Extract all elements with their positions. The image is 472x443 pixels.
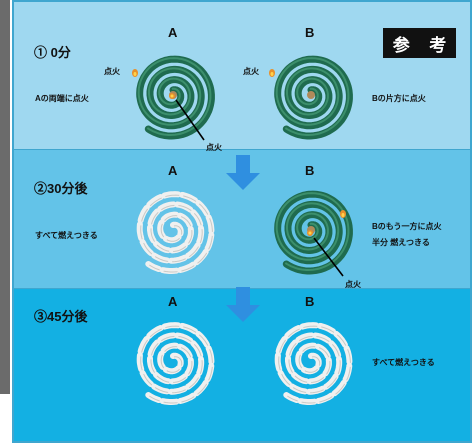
- ash-body: [136, 191, 215, 274]
- coil-a-step2: [136, 191, 215, 274]
- pointer-line: [313, 237, 344, 277]
- step2-note-b-line2: 半分 燃えつきる: [372, 238, 430, 247]
- step2-col-a: A: [168, 163, 178, 178]
- step1-col-b: B: [305, 25, 315, 40]
- flame-icon: [340, 210, 346, 218]
- ash-body: [274, 322, 353, 405]
- ash-shadow: [140, 325, 213, 404]
- step1-panel: [14, 2, 470, 149]
- pointer-line: [175, 99, 205, 141]
- step1-fire-label-a-center: 点火: [206, 143, 222, 152]
- flame-icon: [307, 230, 313, 236]
- ash-body: [136, 322, 215, 405]
- coil-a-step3: [136, 322, 215, 405]
- down-arrow-icon: [226, 287, 260, 322]
- step2-col-b: B: [305, 163, 315, 178]
- step2-fire-label: 点火: [345, 280, 361, 289]
- reference-char-2: 考: [429, 35, 447, 55]
- step1-fire-label-b-outer: 点火: [243, 67, 259, 76]
- flame-icon: [169, 93, 175, 99]
- step3-note-b: すべて燃えつきる: [372, 358, 435, 367]
- reference-badge: 参 考: [383, 28, 456, 58]
- coil-b-step2: [274, 190, 353, 275]
- left-sidebar-bar: [0, 0, 10, 394]
- step2-note-b-line1: Bのもう一方に点火: [372, 222, 442, 231]
- reference-char-1: 参: [392, 35, 410, 55]
- step2-title: ②30分後: [34, 181, 88, 196]
- step1-col-a: A: [168, 25, 178, 40]
- step3-title: ③45分後: [34, 309, 88, 324]
- coil-b-step1: [274, 55, 353, 140]
- coil-b-step3: [274, 322, 353, 405]
- coil-highlight: [275, 192, 350, 271]
- step1-fire-label-a-outer: 点火: [104, 67, 120, 76]
- coil-center: [307, 91, 315, 99]
- step1-title: ① 0分: [34, 45, 71, 60]
- coil-highlight: [275, 57, 350, 136]
- ash-shadow: [278, 325, 351, 404]
- step1-note-b: Bの片方に点火: [372, 94, 426, 103]
- step2-note-a: すべて燃えつきる: [35, 231, 98, 240]
- ash-shadow: [140, 194, 213, 273]
- flame-icon: [269, 69, 275, 77]
- down-arrow-icon: [226, 155, 260, 190]
- step3-col-b: B: [305, 294, 315, 309]
- coil-highlight: [137, 57, 212, 136]
- step1-note-a: Aの両端に点火: [35, 94, 89, 103]
- step3-col-a: A: [168, 294, 178, 309]
- flame-icon: [132, 69, 138, 77]
